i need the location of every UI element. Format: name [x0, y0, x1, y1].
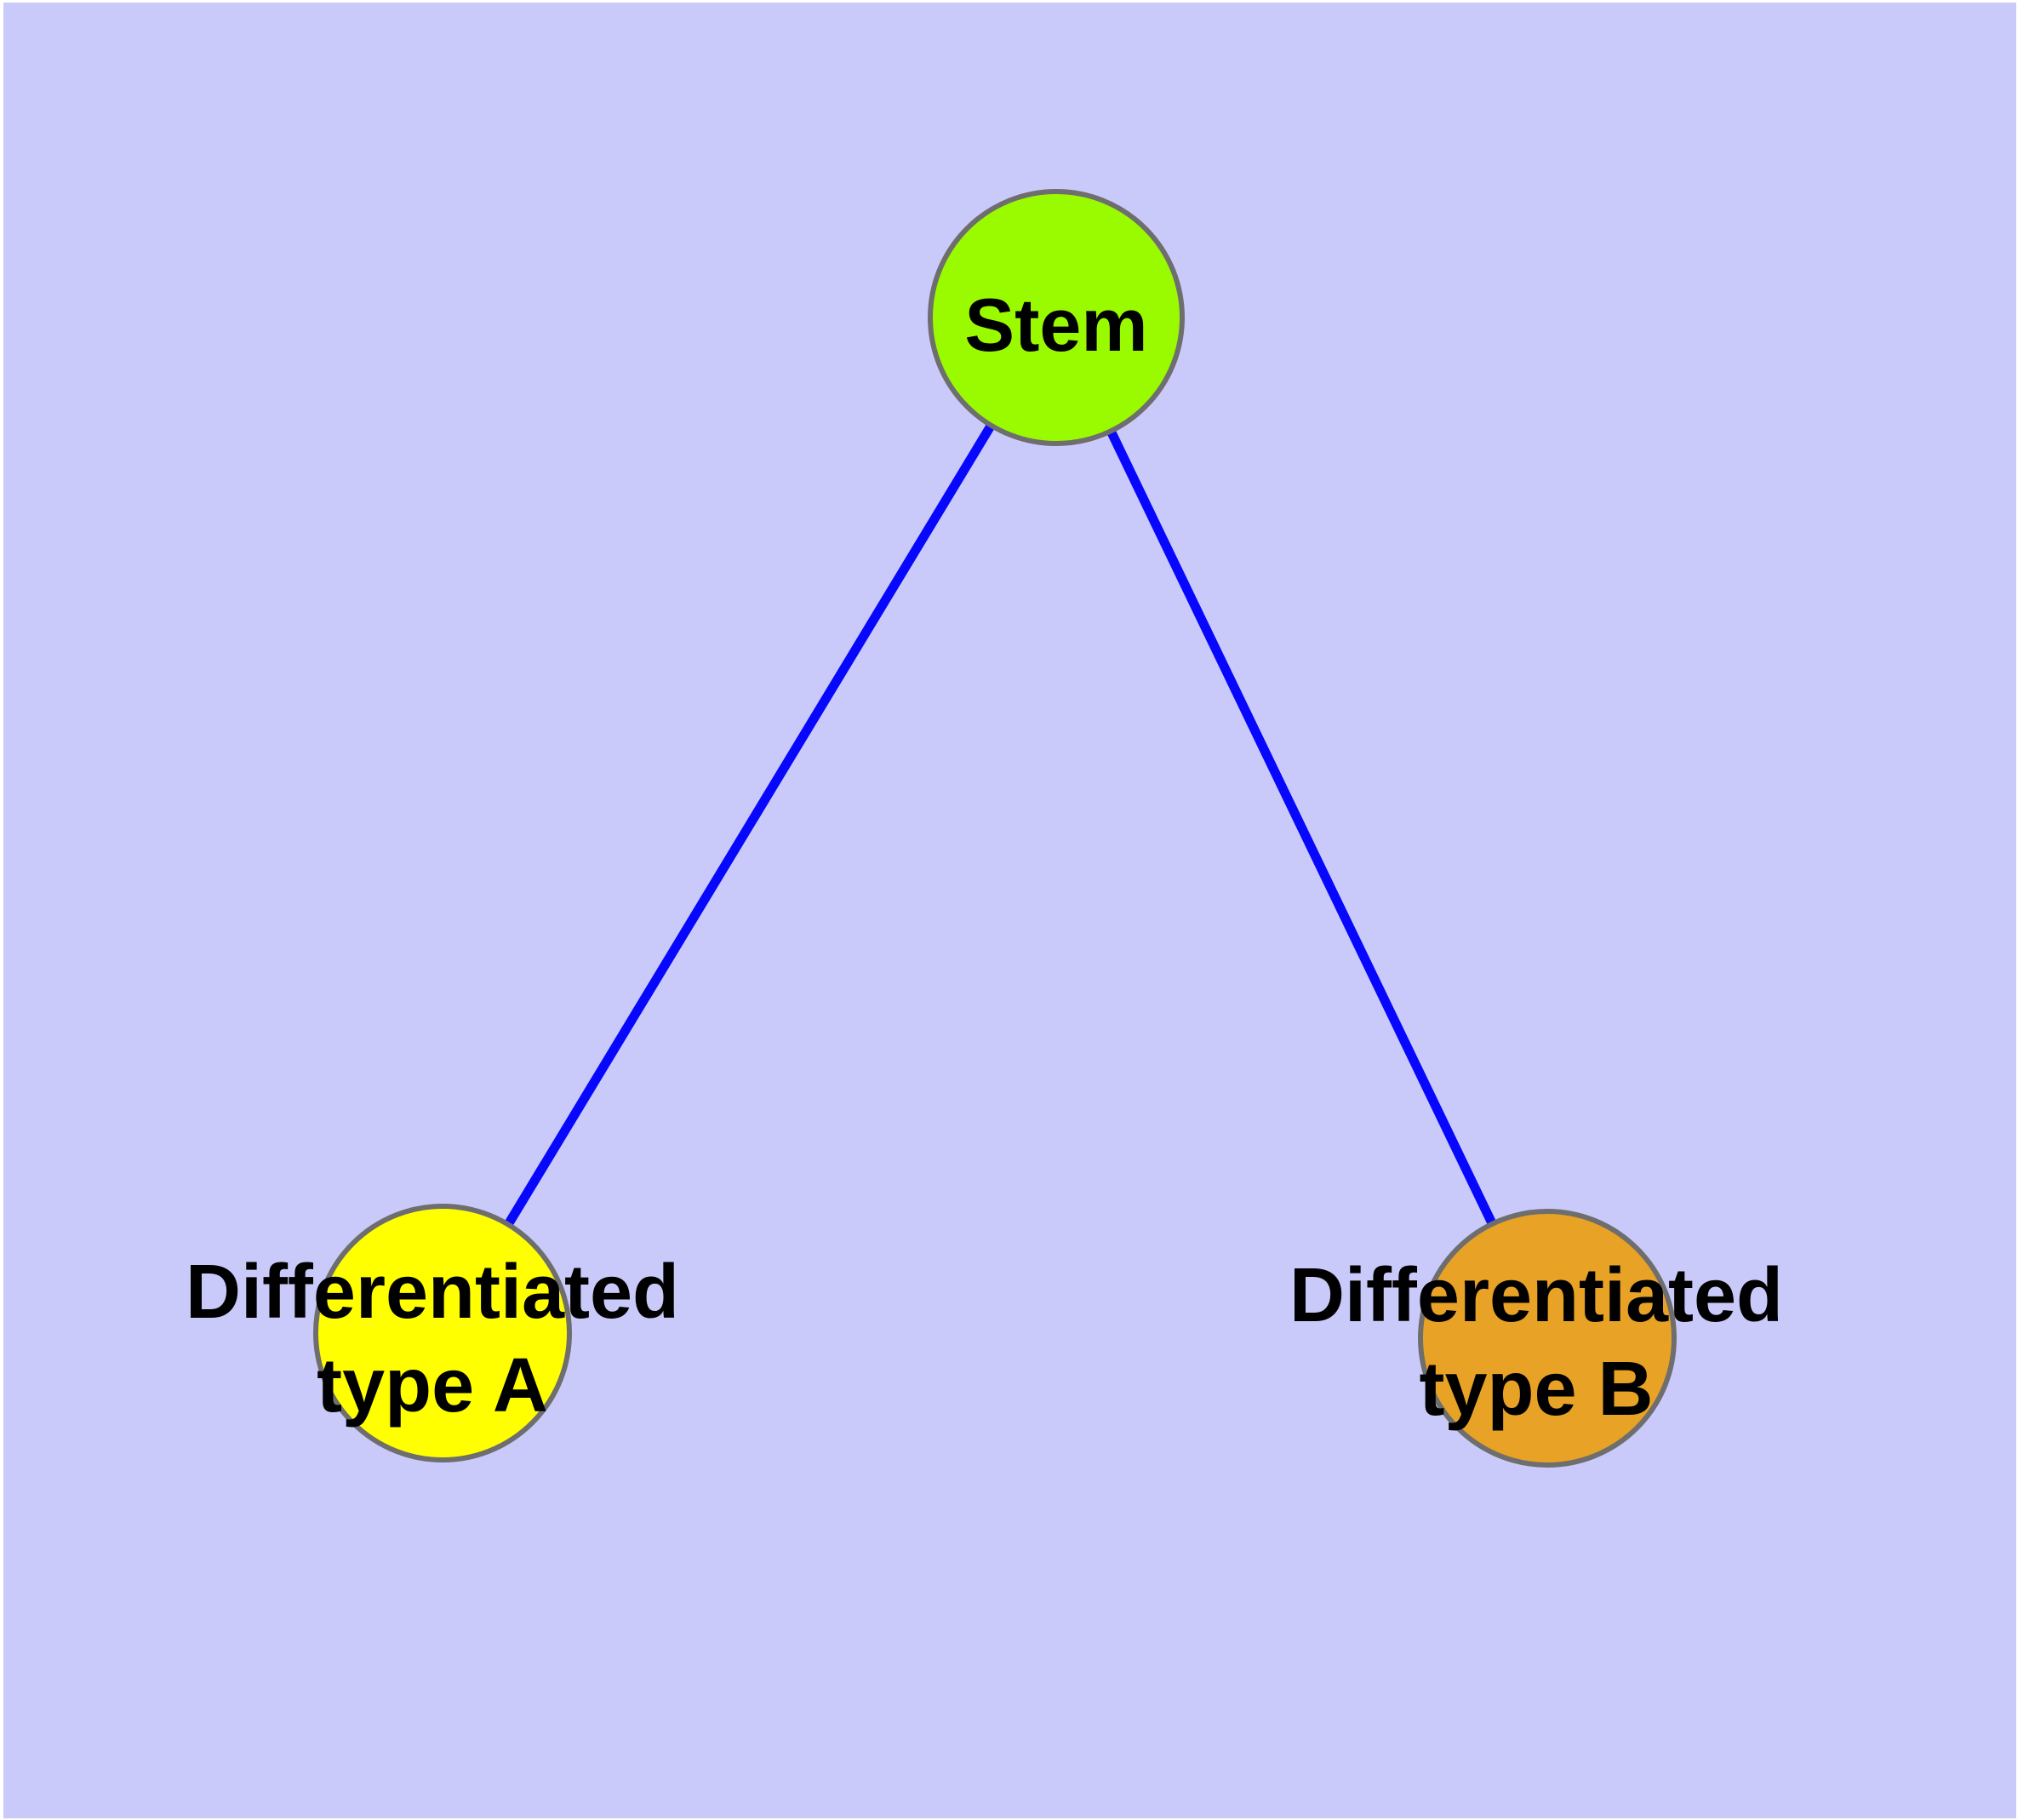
edge-stem-to-type-b — [1052, 315, 1552, 1341]
node-label-type-b-line1: Differentiated — [1289, 1253, 1783, 1338]
node-label-stem: Stem — [964, 283, 1147, 367]
node-label-type-a-line2: type A — [317, 1343, 548, 1428]
edge-stem-to-type-a — [438, 315, 1060, 1336]
node-differentiated-type-a — [313, 1204, 572, 1462]
node-label-type-a-line1: Differentiated — [186, 1250, 679, 1335]
node-label-type-b-line2: type B — [1419, 1347, 1653, 1432]
node-differentiated-type-b — [1418, 1209, 1677, 1468]
node-stem — [928, 189, 1185, 446]
